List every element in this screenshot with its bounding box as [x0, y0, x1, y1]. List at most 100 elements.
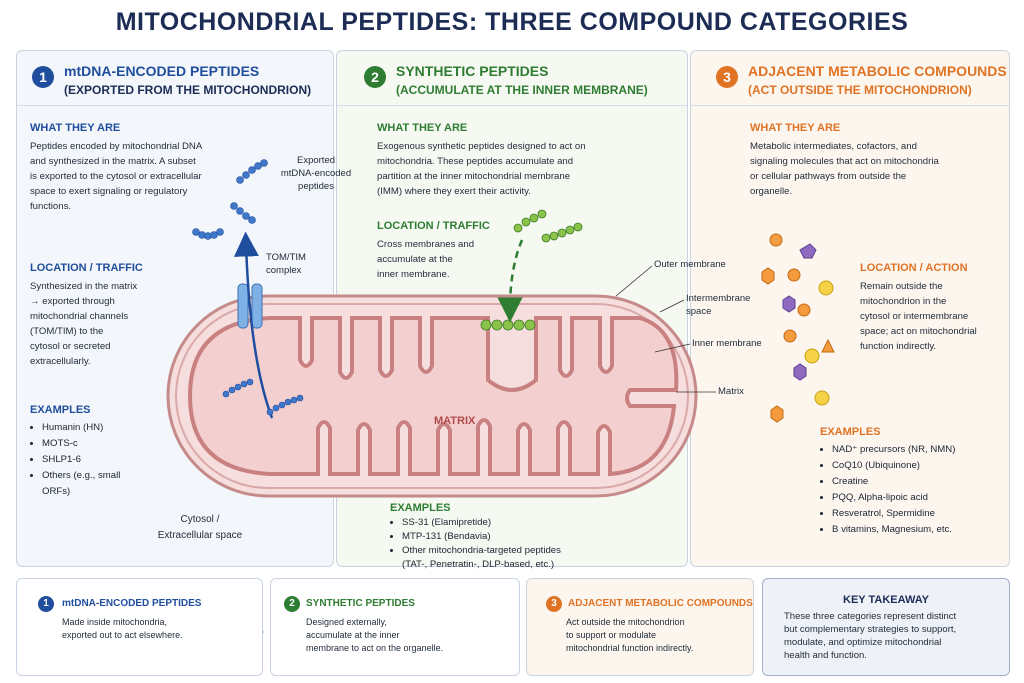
label-line: Exported [296, 155, 336, 166]
what-text: Peptides encoded by mitochondrial DNA an… [30, 139, 240, 214]
section-heading: LOCATION / TRAFFIC [377, 220, 490, 232]
text-line: modulate, and optimize mitochondrial [784, 637, 942, 648]
example-text: (TAT-, Penetratin-, DLP-based, etc.) [402, 559, 555, 570]
example-item: B vitamins, Magnesium, etc. [832, 522, 1000, 538]
tomtim-label: TOM/TIM complex [266, 251, 306, 277]
text-line: and synthesized in the matrix. A subset [30, 156, 196, 167]
text-line: health and function. [784, 650, 867, 661]
section-heading: LOCATION / ACTION [860, 262, 968, 274]
metabolic-compound-shapes [761, 233, 835, 423]
summary-title: SYNTHETIC PEPTIDES [306, 598, 415, 609]
label-line: Extracellular space [157, 530, 243, 541]
text-line: membrane to act on the organelle. [306, 643, 444, 653]
examples-list: SS-31 (Elamipretide) MTP-131 (Bendavia) … [390, 516, 620, 572]
panel-subtitle: (ACCUMULATE AT THE INNER MEMBRANE) [396, 83, 648, 97]
example-text: Other mitochondria-targeted peptides [402, 545, 561, 556]
section-heading: LOCATION / TRAFFIC [30, 262, 143, 274]
examples-list: NAD⁺ precursors (NR, NMN) CoQ10 (Ubiquin… [820, 442, 1000, 538]
text-line: space; act on mitochondrial [860, 326, 977, 337]
page-title: MITOCHONDRIAL PEPTIDES: THREE COMPOUND C… [115, 8, 909, 36]
text-line: inner membrane. [377, 269, 450, 280]
matrix-pointer-label: Matrix [718, 386, 744, 397]
text-line: signaling molecules that act on mitochon… [750, 156, 939, 167]
text-line: cytosol or secreted [30, 341, 111, 352]
key-takeaway-text: These three categories represent distinc… [784, 610, 999, 662]
text-line: accumulate at the [377, 254, 453, 265]
panel-title: SYNTHETIC PEPTIDES [396, 63, 549, 79]
example-item: SHLP1-6 [42, 452, 170, 468]
summary-title: mtDNA-ENCODED PEPTIDES [62, 598, 202, 609]
text-line: functions. [30, 201, 72, 212]
text-line: organelle. [750, 186, 793, 197]
text-line: to support or modulate [566, 630, 657, 640]
summary-number-badge: 3 [546, 596, 562, 612]
text-line: Act outside the mitochondrion [566, 617, 685, 627]
label-line: mtDNA-encoded [280, 168, 352, 179]
matrix-peptide-chains [222, 378, 304, 416]
text-line: Metabolic intermediates, cofactors, and [750, 141, 917, 152]
summary-text: Designed externally, accumulate at the i… [306, 616, 443, 655]
section-heading: WHAT THEY ARE [30, 122, 121, 134]
what-text: Metabolic intermediates, cofactors, and … [750, 139, 1000, 199]
example-text: ORFs) [42, 486, 71, 497]
example-item: CoQ10 (Ubiquinone) [832, 458, 1000, 474]
key-takeaway-card [762, 578, 1010, 676]
text-line: accumulate at the inner [306, 630, 400, 640]
label-line: Cytosol / [180, 514, 220, 525]
example-item: Creatine [832, 474, 1000, 490]
text-line: mitochondrial channels [30, 311, 129, 322]
text-line: partition at the inner mitochondrial mem… [377, 171, 571, 182]
location-text: Remain outside the mitochondrion in the … [860, 279, 1000, 354]
label-line: peptides [298, 181, 334, 192]
panel-header [17, 51, 333, 106]
export-arrow [233, 231, 274, 419]
matrix-label: MATRIX [434, 415, 476, 427]
label-line: space [686, 306, 712, 317]
section-heading: EXAMPLES [390, 502, 451, 514]
cytosol-label: Cytosol / Extracellular space [140, 512, 260, 544]
panel-subtitle: (ACT OUTSIDE THE MITOCHONDRION) [748, 83, 972, 97]
inner-membrane-label: Inner membrane [692, 338, 762, 349]
example-item: Humanin (HN) [42, 420, 170, 436]
text-line: (TOM/TIM) to the [30, 326, 104, 337]
text-line: → exported through [30, 296, 115, 307]
label-line: Intermembrane [686, 293, 751, 304]
panel-number-badge: 3 [716, 66, 738, 88]
text-line: Made inside mitochondria, [62, 617, 168, 627]
location-text: Cross membranes and accumulate at the in… [377, 237, 507, 282]
text-line: cytosol or intermembrane [860, 311, 969, 322]
panel-title: mtDNA-ENCODED PEPTIDES [64, 63, 260, 79]
inner-membrane-shape [187, 316, 679, 477]
exported-peptide-chains [192, 159, 268, 240]
example-item: SS-31 (Elamipretide) [402, 516, 620, 530]
section-heading: WHAT THEY ARE [750, 122, 841, 134]
what-text: Exogenous synthetic peptides designed to… [377, 139, 657, 199]
location-text: Synthesized in the matrix → exported thr… [30, 279, 180, 369]
text-line: mitochondria. These peptides accumulate … [377, 156, 574, 167]
summary-card-metabolic [526, 578, 754, 676]
example-text: Others (e.g., small [42, 470, 121, 481]
text-line: is exported to the cytosol or extracellu… [30, 171, 202, 182]
panel-number-badge: 1 [32, 66, 54, 88]
text-line: Cross membranes and [377, 239, 475, 250]
text-line: or cellular pathways from outside the [750, 171, 907, 182]
synthetic-peptide-chains [480, 209, 583, 331]
text-line: (IMM) where they exert their activity. [377, 186, 531, 197]
summary-number-badge: 1 [38, 596, 54, 612]
text-line: extracellularly. [30, 356, 91, 367]
panel-title: ADJACENT METABOLIC COMPOUNDS [748, 63, 1007, 79]
tomtim-channel-right [251, 283, 263, 329]
text-line: function indirectly. [860, 341, 937, 352]
summary-title: ADJACENT METABOLIC COMPOUNDS [568, 598, 753, 609]
text-line: Synthesized in the matrix [30, 281, 138, 292]
text-line: mitochondrion in the [860, 296, 947, 307]
panel-subtitle: (EXPORTED FROM THE MITOCHONDRION) [64, 83, 312, 97]
example-item: NAD⁺ precursors (NR, NMN) [832, 442, 1000, 458]
text-line: space to exert signaling or regulatory [30, 186, 188, 197]
example-item: Resveratrol, Spermidine [832, 506, 1000, 522]
text-line: Peptides encoded by mitochondrial DNA [30, 141, 203, 152]
example-item: MTP-131 (Bendavia) [402, 530, 620, 544]
text-line: but complementary strategies to support, [784, 624, 957, 635]
section-heading: WHAT THEY ARE [377, 122, 468, 134]
tomtim-channel-left [237, 283, 249, 329]
